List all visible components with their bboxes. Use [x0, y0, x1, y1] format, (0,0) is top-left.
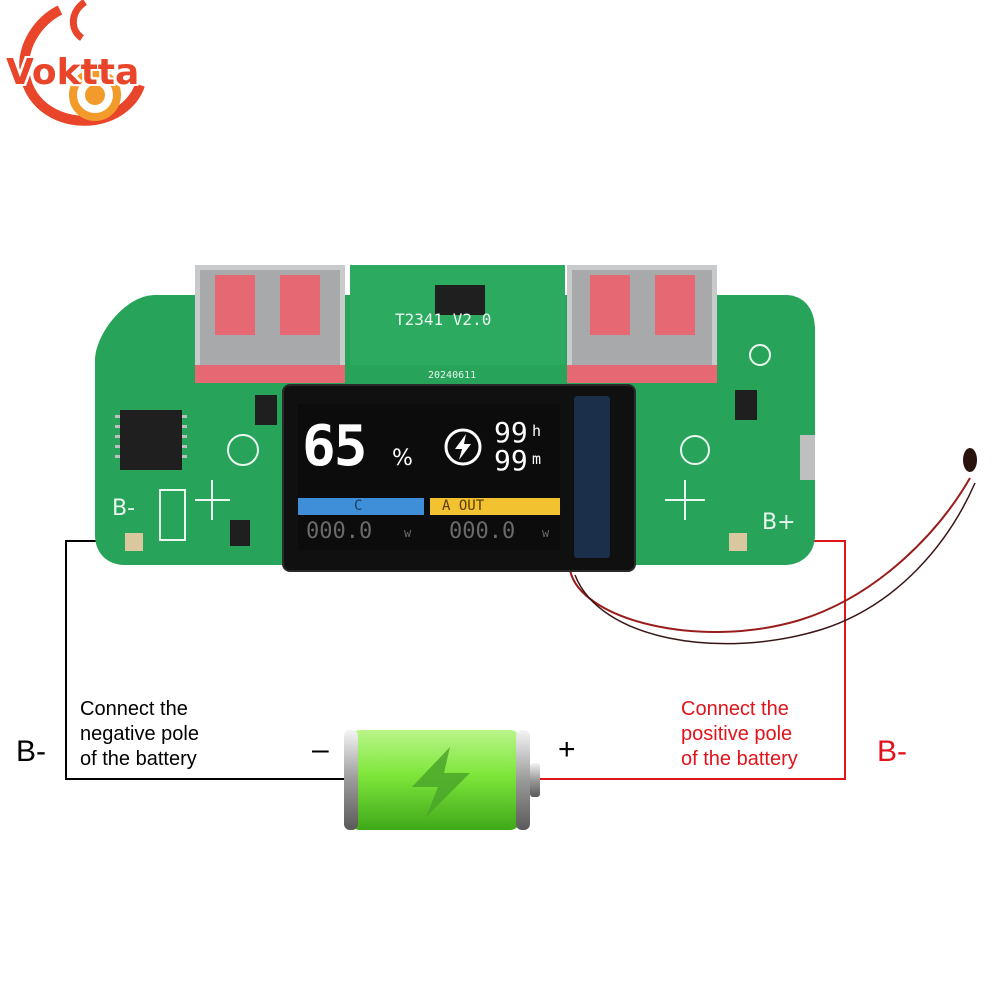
hours-value: 99 [494, 416, 528, 449]
usb-port-right [567, 265, 717, 383]
lcd-display: 65 % 99 h 99 m C A OUT 000.0 w 000.0 w [284, 386, 634, 570]
thermistor-bead [963, 448, 977, 472]
logo-text: Voktta [6, 52, 140, 93]
left-desc-line: of the battery [80, 748, 197, 770]
minus-sign: – [312, 733, 329, 766]
hours-unit: h [532, 422, 542, 440]
input-bar-label: C [354, 498, 363, 514]
input-power-value: 000.0 [306, 519, 373, 544]
percent-sign: % [392, 446, 413, 471]
terminal-positive-label: B+ [762, 510, 796, 535]
koi-fish-logo-icon [19, 0, 145, 126]
output-power-unit: w [542, 526, 550, 540]
board-model-label: T2341 V2.0 [395, 310, 492, 329]
battery-icon [344, 730, 540, 830]
output-power-value: 000.0 [449, 519, 516, 544]
lcd-screen [298, 404, 560, 550]
minutes-value: 99 [494, 444, 528, 477]
right-pole-description: Connect the positive pole of the battery [681, 697, 798, 772]
lightning-icon [444, 428, 482, 466]
minutes-unit: m [532, 450, 542, 468]
terminal-negative-label: B- [112, 496, 136, 521]
output-bar [430, 498, 560, 515]
input-bar [298, 498, 424, 515]
plus-sign: + [558, 733, 576, 766]
right-pole-label: B- [877, 735, 907, 768]
input-power-unit: w [404, 526, 412, 540]
board-date-label: 20240611 [428, 370, 477, 381]
right-desc-line: of the battery [681, 748, 798, 770]
right-desc-line: positive pole [681, 723, 793, 745]
thermistor-lead [574, 482, 976, 645]
output-bar-label: A OUT [442, 498, 485, 514]
left-pole-label: B- [16, 735, 46, 768]
thermistor-lead [569, 477, 971, 633]
left-desc-line: Connect the [80, 698, 188, 720]
battery-percent: 65 [302, 414, 367, 479]
right-desc-line: Connect the [681, 698, 789, 720]
usb-port-left [195, 265, 345, 383]
lcd-flex-connector [574, 396, 610, 558]
left-desc-line: negative pole [80, 723, 199, 745]
left-pole-description: Connect the negative pole of the battery [80, 697, 199, 772]
